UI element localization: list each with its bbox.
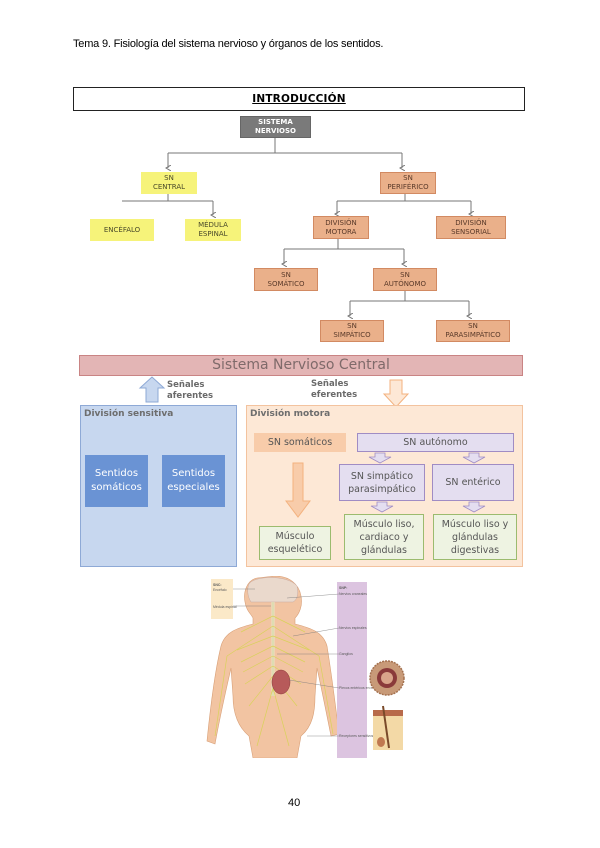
page-number: 40 bbox=[288, 797, 301, 809]
snc-label-panel bbox=[211, 579, 233, 619]
snc-item-encefalo: Encéfalo bbox=[213, 588, 227, 592]
smooth-digestive-glands-box: Músculo liso y glándulas digestivas bbox=[433, 514, 517, 560]
snp-item-receptores-piel: Receptores sensitivos en la piel bbox=[339, 734, 388, 738]
node-sistema-nervioso: SISTEMA NERVIOSO bbox=[240, 116, 311, 138]
snc-bar: Sistema Nervioso Central bbox=[79, 355, 523, 376]
afferent-arrow-icon bbox=[138, 376, 166, 403]
special-senses-box: Sentidos especiales bbox=[162, 455, 225, 507]
snp-item-plexos-entericos: Plexos entéricos en el intestino delgado bbox=[339, 686, 401, 690]
node-division-sensorial: DIVISIÓN SENSORIAL bbox=[436, 216, 506, 239]
smooth-cardiac-glands-box: Músculo liso, cardiaco y glándulas bbox=[344, 514, 424, 560]
skeletal-muscle-box: Músculo esquelético bbox=[259, 526, 331, 560]
connector-sn-autonomo bbox=[350, 291, 469, 302]
snp-label-panel bbox=[337, 582, 367, 758]
node-sn-somatico: SN SOMÁTICO bbox=[254, 268, 318, 291]
snp-label: SNP: bbox=[339, 586, 347, 590]
afferent-signals-label: Señales aferentes bbox=[167, 380, 214, 401]
sn-somaticos-box: SN somáticos bbox=[254, 433, 346, 452]
human-body-figure bbox=[206, 576, 340, 758]
connector-sn-central bbox=[122, 194, 213, 202]
node-sn-simpatico: SN SIMPÁTICO bbox=[320, 320, 384, 342]
section-title-box: INTRODUCCIÓN bbox=[73, 87, 525, 111]
snp-item-nervios-espinales: Nervios espinales bbox=[339, 626, 367, 630]
connector-div-motora bbox=[284, 239, 404, 250]
sensory-division-panel: División sensitiva Sentidos somáticos Se… bbox=[80, 405, 237, 567]
node-sn-autonomo: SN AUTÓNOMO bbox=[373, 268, 437, 291]
intestine-cross-section bbox=[369, 660, 405, 696]
sn-enterico-box: SN entérico bbox=[432, 464, 514, 501]
sn-autonomo-box: SN autónomo bbox=[357, 433, 514, 452]
node-encefalo: ENCÉFALO bbox=[90, 219, 154, 241]
motor-division-panel: División motora SN somáticos SN autónomo… bbox=[246, 405, 523, 567]
snp-item-nervios-craneales: Nervios craneales bbox=[339, 592, 367, 596]
node-division-motora: DIVISIÓN MOTORA bbox=[313, 216, 369, 239]
section-title: INTRODUCCIÓN bbox=[252, 93, 346, 105]
sensory-division-title: División sensitiva bbox=[84, 409, 174, 419]
motor-division-title: División motora bbox=[250, 409, 331, 419]
connector-root bbox=[168, 138, 402, 154]
skin-cross-section bbox=[373, 705, 403, 750]
somatic-senses-box: Sentidos somáticos bbox=[85, 455, 148, 507]
efferent-arrow-icon bbox=[382, 379, 410, 408]
node-medula-espinal: MÉDULA ESPINAL bbox=[185, 219, 241, 241]
snc-item-medula: Médula espinal bbox=[213, 605, 237, 609]
node-sn-periferico: SN PERIFÉRICO bbox=[380, 172, 436, 194]
connector-sn-periferico bbox=[337, 194, 471, 202]
snc-label: SNC: bbox=[213, 583, 222, 587]
nervous-system-illustration: SNC: Encéfalo Médula espinal SNP: bbox=[197, 576, 407, 758]
node-sn-central: SN CENTRAL bbox=[141, 172, 197, 194]
efferent-signals-label: Señales eferentes bbox=[311, 379, 358, 400]
sn-simpatico-parasimpatico-box: SN simpático parasimpático bbox=[339, 464, 425, 501]
snp-item-ganglios: Ganglios bbox=[339, 652, 353, 656]
node-sn-parasimpatico: SN PARASIMPÁTICO bbox=[436, 320, 510, 342]
document-header-title: Tema 9. Fisiología del sistema nervioso … bbox=[73, 38, 384, 50]
